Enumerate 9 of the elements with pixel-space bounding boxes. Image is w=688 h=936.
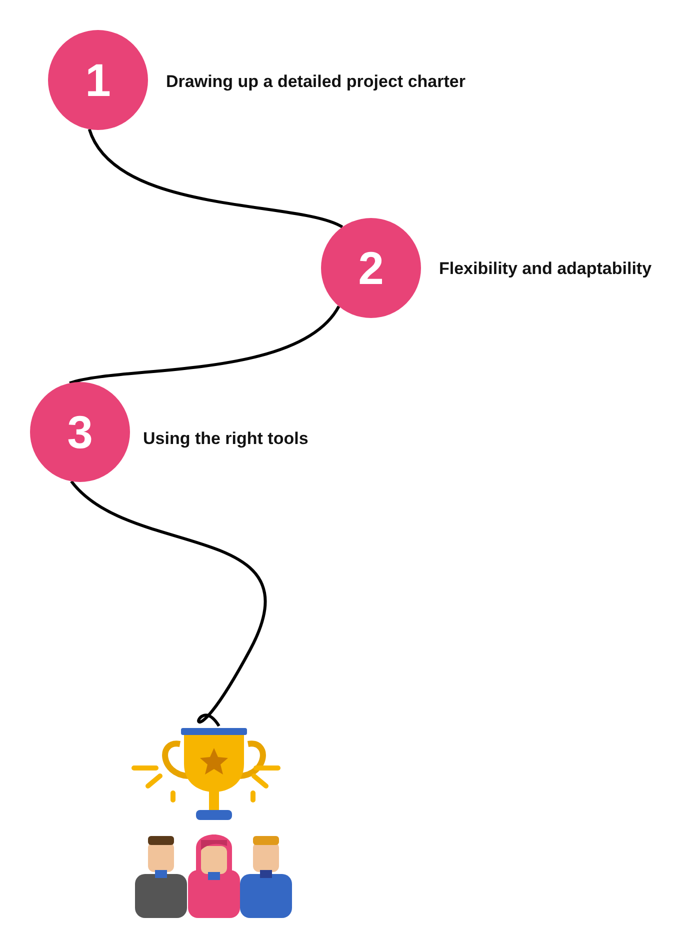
step-label: Flexibility and adaptability xyxy=(439,259,652,279)
curved-connector xyxy=(88,128,343,228)
number-circle: 3 xyxy=(30,382,130,482)
number-circle: 2 xyxy=(321,218,421,318)
curved-connector xyxy=(70,480,267,727)
step-label: Drawing up a detailed project charter xyxy=(166,72,466,92)
curved-connector xyxy=(69,305,340,385)
number-circle: 1 xyxy=(48,30,148,130)
step-label: Using the right tools xyxy=(143,429,308,449)
